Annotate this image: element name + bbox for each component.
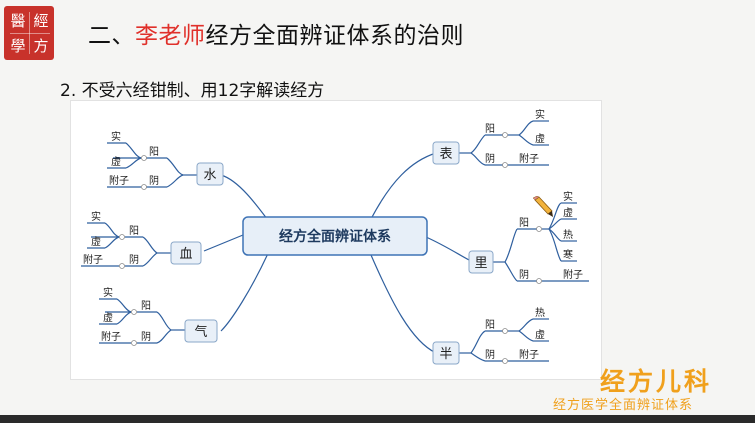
collapse-markers bbox=[119, 132, 542, 364]
node-li-shi: 实 bbox=[563, 190, 573, 203]
node-xue-yang: 阳 bbox=[129, 225, 139, 237]
pencil-icon bbox=[532, 196, 553, 217]
topic-shui: 水 bbox=[203, 168, 216, 183]
node-xue-shi: 实 bbox=[91, 210, 101, 223]
mind-map: 经方全面辨证体系 水 血 气 表 里 半 阳 阴 实 虚 附子 阳 bbox=[70, 100, 602, 380]
node-xue-yin: 阴 bbox=[129, 254, 139, 266]
watermark-tagline: 经方医学全面辨证体系 bbox=[553, 398, 694, 413]
title-rest: 经方全面辨证体系的治则 bbox=[205, 23, 464, 49]
node-qi-xu: 虚 bbox=[103, 312, 113, 324]
topic-qi: 气 bbox=[194, 324, 207, 340]
node-qi-yin: 阴 bbox=[141, 331, 151, 343]
node-qi-shi: 实 bbox=[103, 286, 113, 299]
central-topic-label: 经方全面辨证体系 bbox=[279, 228, 391, 245]
logo-seal: 醫 經 學 方 bbox=[4, 6, 54, 60]
node-biao-yang: 阳 bbox=[485, 123, 495, 135]
title-highlight: 李老师 bbox=[135, 23, 206, 49]
node-qi-yang: 阳 bbox=[141, 300, 151, 312]
node-biao-shi: 实 bbox=[535, 108, 545, 121]
node-li-yin: 阴 bbox=[519, 269, 529, 281]
node-li-yang: 阳 bbox=[519, 217, 529, 229]
node-xue-fuzi: 附子 bbox=[83, 253, 103, 266]
node-ban-re: 热 bbox=[535, 306, 545, 319]
node-shui-fuzi: 附子 bbox=[109, 174, 129, 187]
node-biao-xu: 虚 bbox=[535, 133, 545, 145]
node-shui-yang: 阳 bbox=[149, 146, 159, 158]
mind-map-connectors bbox=[81, 120, 589, 362]
central-topic bbox=[242, 216, 428, 256]
node-li-fuzi: 附子 bbox=[563, 268, 583, 281]
node-shui-xu: 虚 bbox=[111, 156, 121, 168]
title-prefix: 二、 bbox=[88, 23, 135, 49]
logo-char: 方 bbox=[33, 37, 49, 55]
node-shui-yin: 阴 bbox=[149, 175, 159, 187]
topic-li: 里 bbox=[474, 256, 487, 271]
main-topic-boxes bbox=[170, 141, 494, 365]
slide-subtitle: 2. 不受六经钳制、用12字解读经方 bbox=[60, 81, 325, 101]
node-ban-fuzi: 附子 bbox=[519, 348, 539, 361]
node-shui-shi: 实 bbox=[111, 130, 121, 143]
node-li-han: 寒 bbox=[563, 248, 573, 261]
node-ban-yang: 阳 bbox=[485, 319, 495, 331]
mind-map-canvas: 经方全面辨证体系 水 血 气 表 里 半 阳 阴 实 虚 附子 阳 bbox=[81, 108, 589, 365]
node-biao-fuzi: 附子 bbox=[519, 152, 539, 165]
node-biao-yin: 阴 bbox=[485, 153, 495, 165]
node-li-xu: 虚 bbox=[563, 207, 573, 219]
logo-char: 學 bbox=[10, 37, 26, 55]
node-ban-xu: 虚 bbox=[535, 329, 545, 341]
video-bottom-bar bbox=[0, 415, 755, 423]
node-qi-fuzi: 附子 bbox=[101, 330, 121, 343]
logo-char: 醫 bbox=[10, 12, 26, 30]
watermark-brand: 经方儿科 bbox=[600, 367, 713, 396]
logo-char: 經 bbox=[33, 12, 49, 30]
topic-xue: 血 bbox=[179, 247, 192, 262]
node-ban-yin: 阴 bbox=[485, 349, 495, 361]
topic-biao: 表 bbox=[439, 147, 452, 162]
slide-title: 二、李老师经方全面辨证体系的治则 bbox=[88, 16, 464, 50]
node-xue-xu: 虚 bbox=[91, 236, 101, 248]
topic-ban: 半 bbox=[439, 347, 452, 362]
node-li-re: 热 bbox=[563, 228, 573, 241]
